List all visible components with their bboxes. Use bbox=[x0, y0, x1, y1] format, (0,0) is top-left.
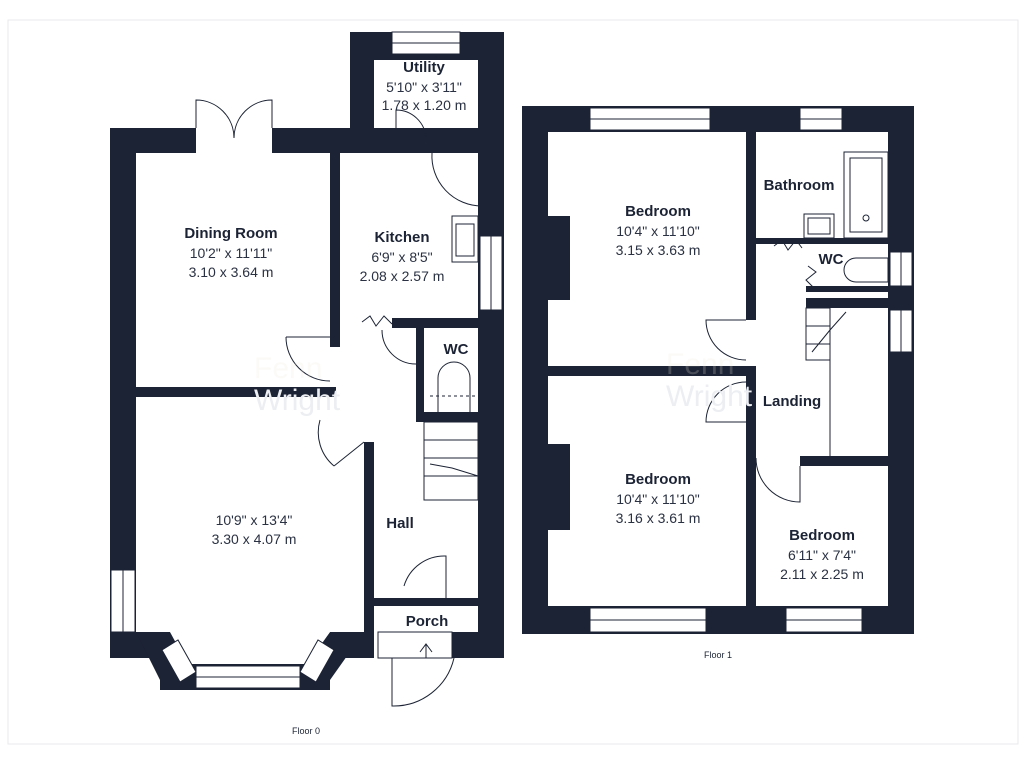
utility-name: Utility bbox=[403, 59, 445, 76]
bedroom-2-dimensions-imperial: 10'4" x 11'10" bbox=[616, 491, 700, 507]
bedroom-1-dimensions-imperial: 10'4" x 11'10" bbox=[616, 223, 700, 239]
dining-room-dimensions-metric: 3.10 x 3.64 m bbox=[189, 264, 274, 280]
floor-0-windows bbox=[110, 31, 503, 689]
utility-dimensions-imperial: 5'10" x 3'11" bbox=[386, 79, 462, 95]
bedroom-3-name: Bedroom bbox=[789, 527, 855, 544]
bedroom-1-name: Bedroom bbox=[625, 203, 691, 220]
floor-0-fixtures bbox=[361, 215, 479, 501]
bedroom-3-dimensions-imperial: 6'11" x 7'4" bbox=[788, 547, 856, 563]
floor-1-labels: Bedroom 10'4" x 11'10" 3.15 x 3.63 m Bat… bbox=[616, 177, 864, 660]
dining-room-name: Dining Room bbox=[184, 225, 277, 242]
landing-name: Landing bbox=[763, 393, 821, 410]
floor-1-fixtures bbox=[803, 151, 889, 456]
floor-0-doors bbox=[195, 99, 483, 707]
floor-1-windows bbox=[589, 107, 913, 633]
kitchen-name: Kitchen bbox=[374, 229, 429, 246]
floor-0-labels: Utility 5'10" x 3'11" 1.78 x 1.20 m Dini… bbox=[184, 59, 468, 736]
bedroom-2-dimensions-metric: 3.16 x 3.61 m bbox=[616, 510, 701, 526]
floor-1-label: Floor 1 bbox=[704, 650, 732, 660]
floor-0-label: Floor 0 bbox=[292, 726, 320, 736]
floor-1: Bedroom 10'4" x 11'10" 3.15 x 3.63 m Bat… bbox=[522, 106, 914, 660]
porch-name: Porch bbox=[406, 613, 449, 630]
watermark-line2-floor1: Wright bbox=[666, 380, 753, 413]
hall-name: Hall bbox=[386, 515, 414, 532]
utility-dimensions-metric: 1.78 x 1.20 m bbox=[382, 97, 467, 113]
dining-room-dimensions-imperial: 10'2" x 11'11" bbox=[190, 245, 273, 261]
wc-first-name: WC bbox=[819, 251, 844, 268]
kitchen-dimensions-imperial: 6'9" x 8'5" bbox=[371, 249, 432, 265]
watermark-line2: Wright bbox=[254, 384, 341, 417]
lounge-dimensions-metric: 3.30 x 4.07 m bbox=[212, 531, 297, 547]
bathroom-name: Bathroom bbox=[764, 177, 835, 194]
floor-0: Utility 5'10" x 3'11" 1.78 x 1.20 m Dini… bbox=[110, 31, 504, 736]
floor-1-interiors bbox=[548, 132, 888, 606]
page-frame bbox=[7, 19, 1019, 745]
bedroom-1-dimensions-metric: 3.15 x 3.63 m bbox=[616, 242, 701, 258]
floor-1-doors bbox=[705, 239, 817, 503]
floor-0-interiors bbox=[136, 60, 478, 664]
kitchen-dimensions-metric: 2.08 x 2.57 m bbox=[360, 268, 445, 284]
watermark-line1-floor1: Fenn bbox=[666, 348, 734, 381]
wc-ground-name: WC bbox=[444, 341, 469, 358]
lounge-dimensions-imperial: 10'9" x 13'4" bbox=[216, 512, 293, 528]
bedroom-2-name: Bedroom bbox=[625, 471, 691, 488]
bedroom-3-dimensions-metric: 2.11 x 2.25 m bbox=[780, 566, 864, 582]
watermark-line1: Fenn bbox=[254, 352, 322, 385]
